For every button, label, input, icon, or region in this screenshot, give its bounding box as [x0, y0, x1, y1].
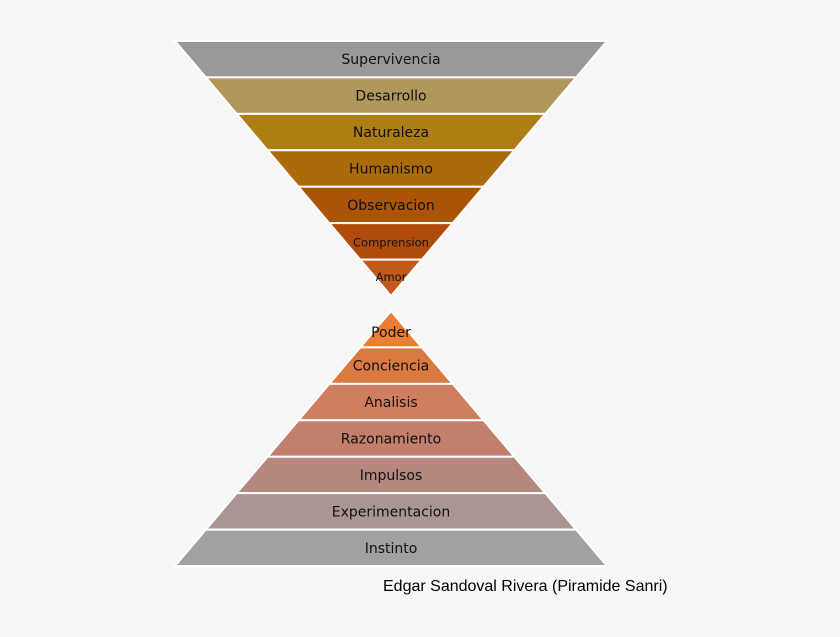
- bottom-level-7-label: Instinto: [365, 541, 418, 557]
- bottom-level-5-label: Impulsos: [360, 468, 423, 484]
- top-level-7-label: Amor: [376, 270, 407, 284]
- bottom-level-7: [172, 528, 610, 567]
- bottom-level-4-label: Razonamiento: [341, 432, 441, 448]
- top-level-7: [357, 258, 425, 298]
- author-caption: Edgar Sandoval Rivera (Piramide Sanri): [383, 578, 668, 595]
- top-level-5-label: Observacion: [347, 198, 434, 214]
- bottom-level-3-label: Analisis: [364, 395, 417, 411]
- bottom-pyramid: PoderConcienciaAnalisisRazonamientoImpul…: [172, 309, 610, 567]
- bottom-level-1-label: Poder: [371, 325, 411, 341]
- top-level-4-label: Humanismo: [349, 162, 433, 178]
- top-level-1-label: Supervivencia: [341, 52, 440, 68]
- top-level-6-label: Comprension: [353, 235, 429, 249]
- top-inverted-pyramid: SupervivenciaDesarrolloNaturalezaHumanis…: [172, 40, 610, 298]
- bottom-level-2-label: Conciencia: [353, 359, 429, 375]
- top-level-3-label: Naturaleza: [353, 125, 429, 141]
- bottom-level-6-label: Experimentacion: [332, 504, 451, 520]
- top-level-2-label: Desarrollo: [355, 89, 426, 105]
